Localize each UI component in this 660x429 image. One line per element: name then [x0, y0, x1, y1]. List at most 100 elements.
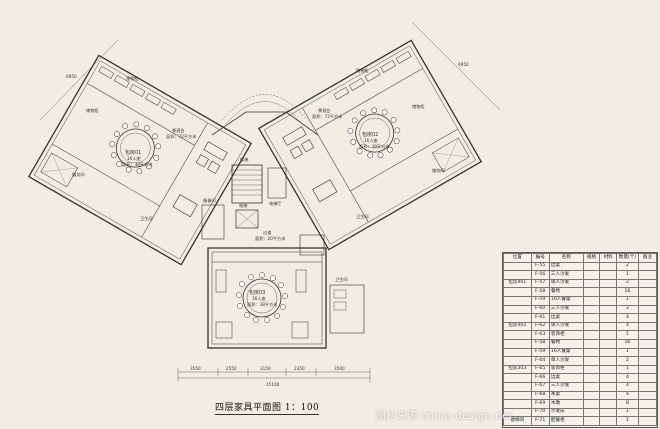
schedule-cell-material [599, 313, 618, 323]
schedule-cell-note [637, 270, 658, 280]
schedule-cell-name: 餐椅 [548, 338, 584, 349]
schedule-cell-loc: 包房401 [503, 278, 532, 289]
schedule-cell-note [637, 304, 658, 315]
right-side-area: 面积：72平方米 [312, 113, 343, 120]
schedule-cell-spec [582, 304, 601, 315]
schedule-cell-note [637, 364, 658, 375]
schedule-cell-spec [582, 278, 601, 289]
schedule-cell-name: 边桌 [548, 261, 584, 272]
bottom-room [207, 247, 365, 349]
schedule-cell-material [599, 270, 618, 280]
schedule-cell-name: 单人沙发 [548, 356, 584, 366]
schedule-cell-spec [582, 347, 601, 358]
schedule-cell-material [599, 373, 618, 383]
dim-bottom-seg-2: 2550 [226, 366, 237, 371]
schedule-cell-material [599, 364, 618, 375]
schedule-cell-name: 装饰柜 [548, 330, 584, 340]
schedule-cell-qty: 4 [616, 381, 639, 392]
schedule-cell-qty: 1 [616, 295, 639, 306]
schedule-cell-material [599, 304, 618, 315]
schedule-cell-name: 边桌 [548, 313, 584, 323]
schedule-cell-material [599, 330, 618, 340]
right-area: 面积：38平方米 [359, 143, 390, 150]
schedule-cell-code: F-55 [530, 261, 550, 272]
right-prep: 服务间 [432, 167, 445, 174]
schedule-cell-spec [582, 287, 601, 297]
schedule-cell-note [637, 407, 658, 418]
schedule-cell-loc [503, 347, 532, 358]
schedule-cell-loc [503, 270, 532, 280]
schedule-header-cell: 名称 [548, 253, 584, 263]
dim-right-top: 6950 [458, 62, 469, 67]
schedule-cell-spec [582, 313, 601, 323]
schedule-cell-loc [503, 381, 532, 392]
schedule-cell-spec [582, 270, 601, 280]
schedule-cell-qty: 4 [616, 313, 639, 323]
right-wc: 卫生间 [356, 213, 369, 220]
schedule-cell-code: F-58 [530, 287, 550, 297]
schedule-cell-name: 三人沙发 [548, 381, 584, 392]
schedule-cell-note [637, 399, 658, 409]
schedule-cell-name: 单人沙发 [548, 278, 584, 289]
bottom-table-label: 包房03 [249, 289, 265, 296]
schedule-cell-spec [582, 407, 601, 418]
center-stair: 楼梯 [240, 156, 248, 163]
schedule-cell-spec [582, 321, 601, 332]
bottom-wc: 卫生间 [335, 276, 348, 283]
schedule-cell-name: 三人沙发 [548, 304, 584, 315]
schedule-cell-loc [503, 313, 532, 323]
schedule-cell-spec [582, 390, 601, 401]
center-service: 备餐间 [203, 197, 216, 204]
schedule-cell-name: 配餐柜 [548, 416, 584, 426]
schedule-cell-qty: 1 [616, 270, 639, 280]
right-wing [257, 39, 483, 251]
drawing-title: 四层家具平面图 1：100 [215, 400, 320, 415]
schedule-cell-material [599, 399, 618, 409]
schedule-cell-note [637, 347, 658, 358]
dim-bottom-seg-1: 3550 [190, 366, 201, 371]
schedule-cell-material [599, 381, 618, 392]
schedule-cell-qty: 4 [616, 321, 639, 332]
schedule-cell-loc [503, 373, 532, 383]
schedule-cell-spec [582, 373, 601, 383]
schedule-cell-note [637, 390, 658, 401]
schedule-cell-qty: 16 [616, 338, 639, 349]
schedule-header-row: 位置 编号 名称 规格 材料 数量(个) 备注 [503, 253, 658, 263]
schedule-cell-material [599, 295, 618, 306]
schedule-header-cell: 编号 [530, 253, 550, 263]
schedule-cell-qty: 2 [616, 304, 639, 315]
schedule-header-cell: 备注 [637, 253, 658, 263]
right-table-sub: 16人座 [364, 137, 378, 144]
left-wc: 卫生间 [140, 215, 153, 222]
center-lobby: 电梯厅 [269, 200, 282, 207]
bottom-area: 面积：38平方米 [247, 301, 278, 308]
schedule-cell-qty: 2 [616, 356, 639, 366]
schedule-cell-code: F-66 [530, 373, 550, 383]
schedule-cell-spec [582, 399, 601, 409]
schedule-cell-code: F-58 [530, 338, 550, 349]
schedule-cell-name: 三人沙发 [548, 270, 584, 280]
schedule-cell-name: 餐椅 [548, 287, 584, 297]
schedule-cell-material [599, 278, 618, 289]
schedule-cell-qty: 1 [616, 364, 639, 375]
schedule-cell-material [599, 261, 618, 272]
schedule-cell-code: F-59 [530, 295, 550, 306]
schedule-cell-name: 木墩 [548, 399, 584, 409]
left-table-label: 包房01 [125, 149, 141, 156]
schedule-cell-code: F-68 [530, 390, 550, 401]
schedule-cell-note [637, 356, 658, 366]
schedule-cell-qty: 4 [616, 373, 639, 383]
schedule-cell-qty: 1 [616, 416, 639, 426]
schedule-cell-name: 茶桌 [548, 390, 584, 401]
schedule-cell-material [599, 287, 618, 297]
